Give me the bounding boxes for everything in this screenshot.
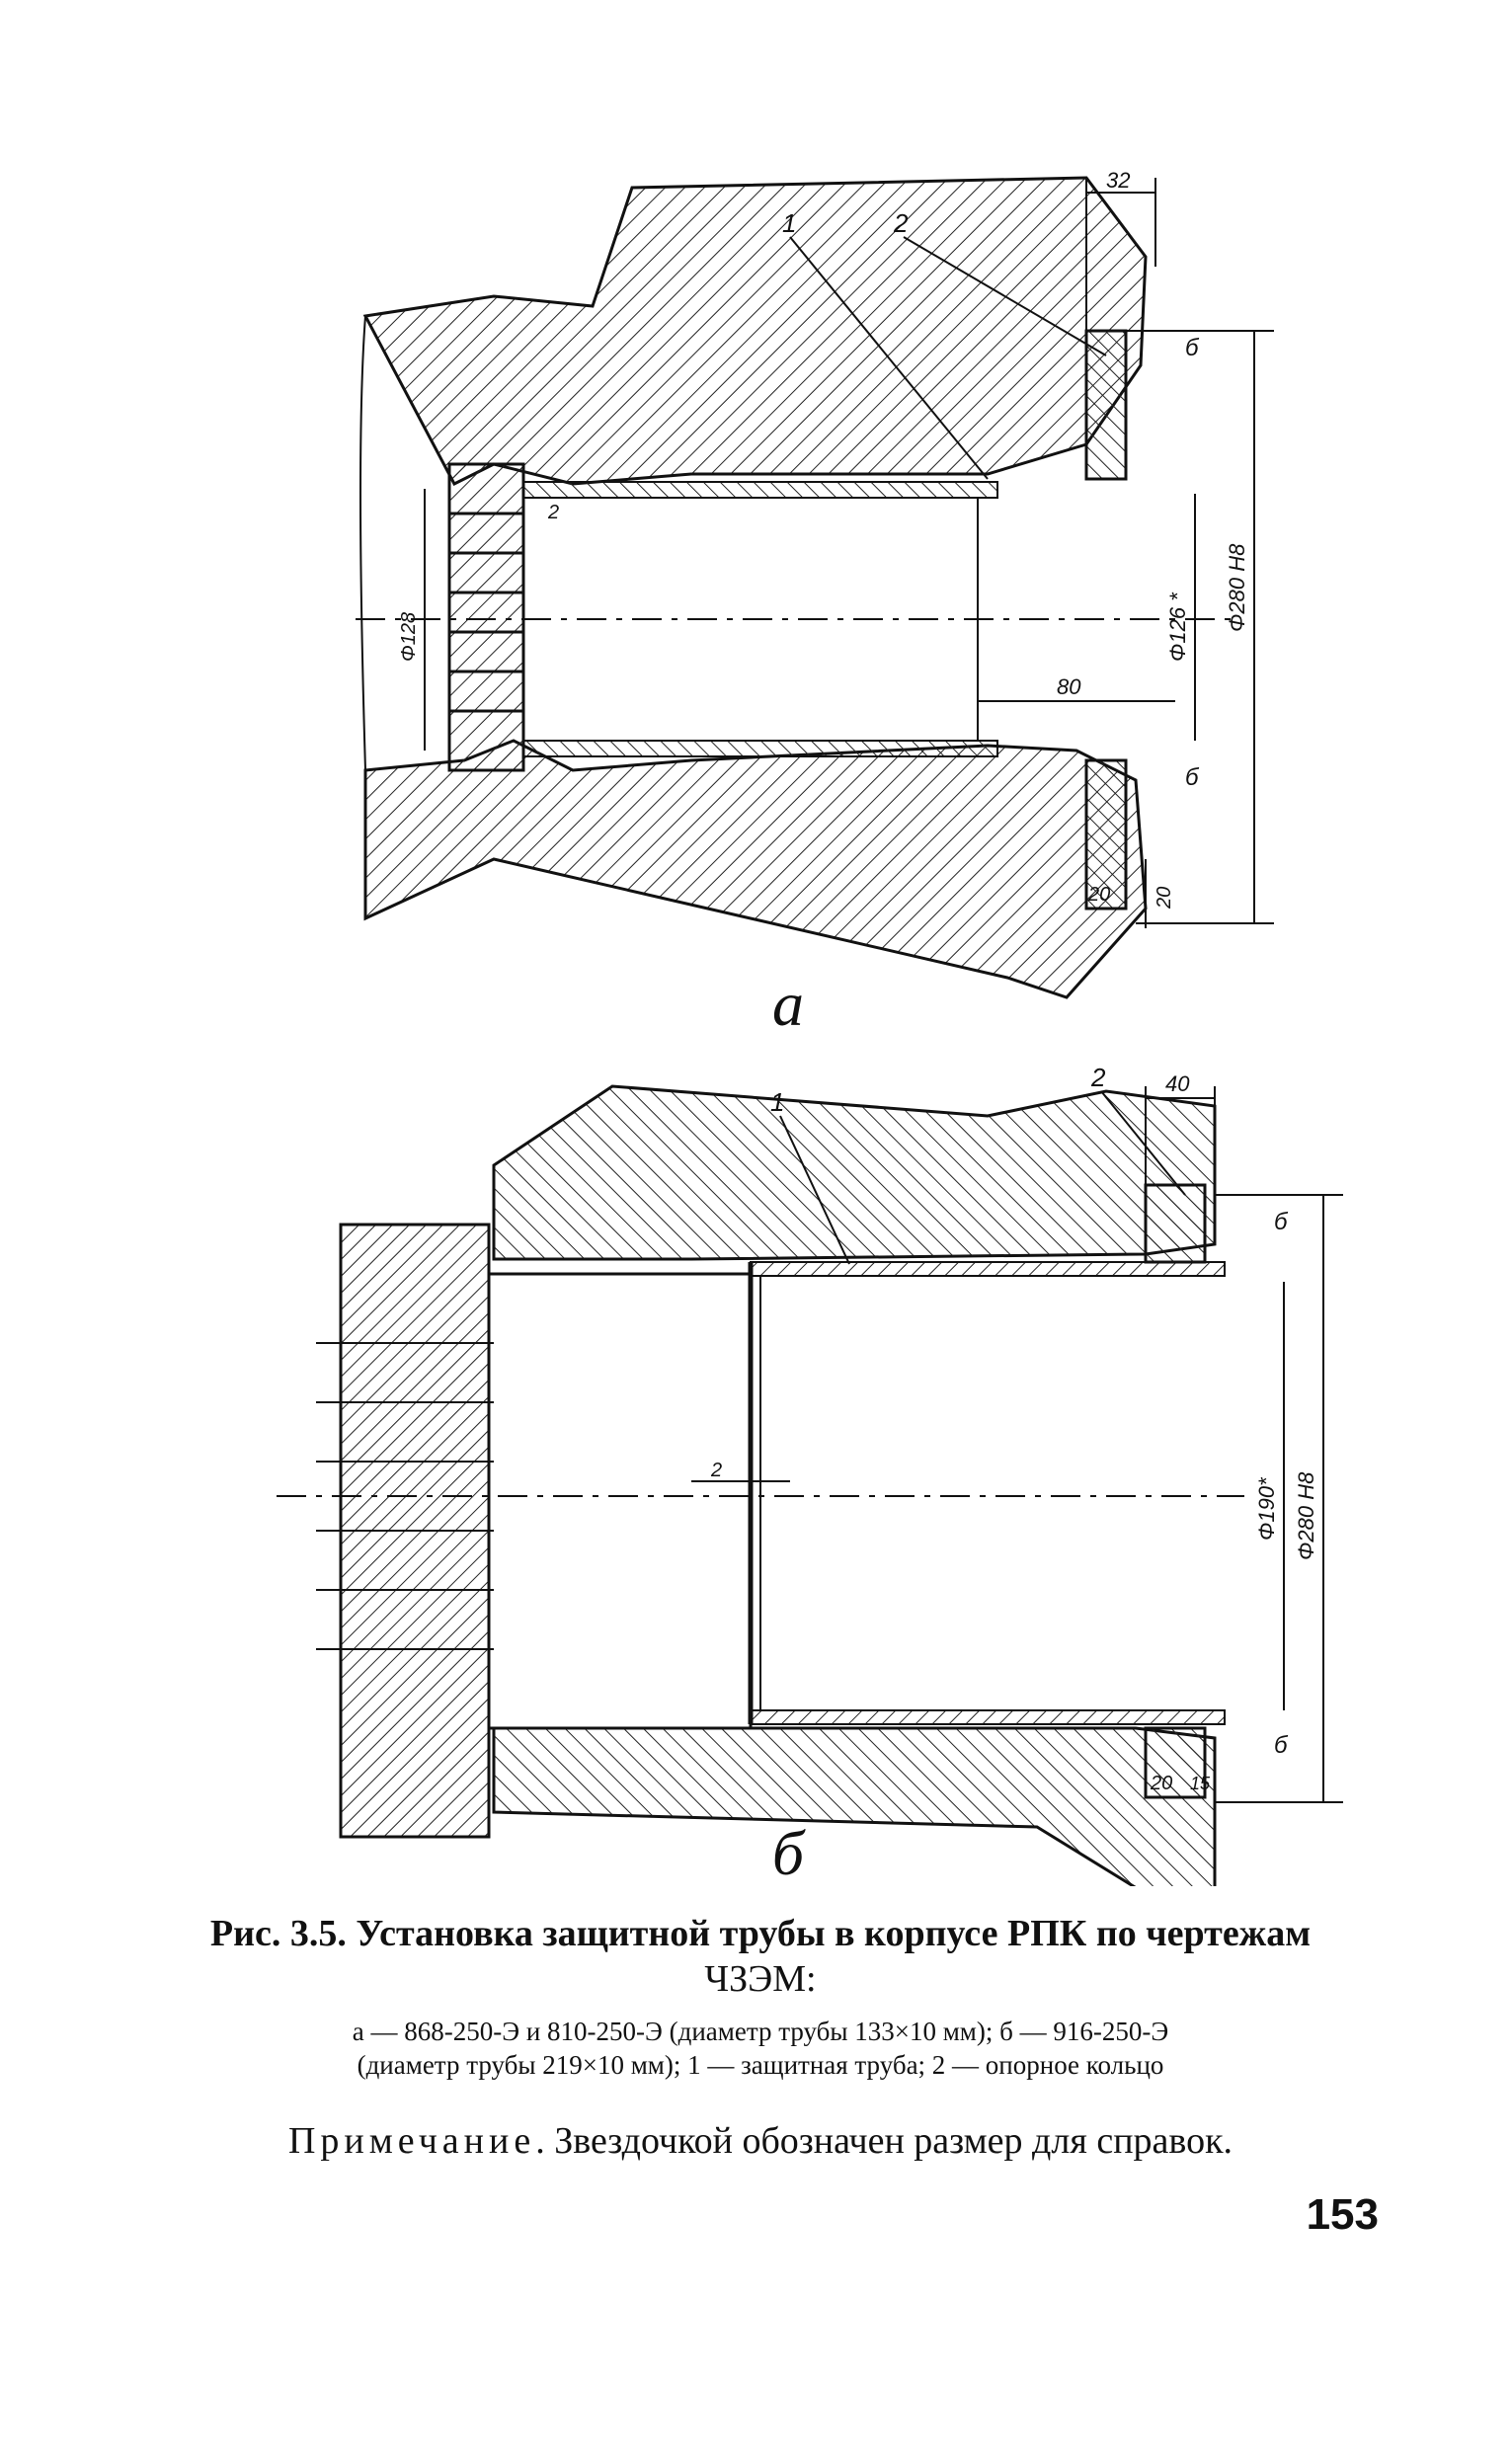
dim-top-width: 32 <box>1106 168 1130 193</box>
weld-mark-bottom: б <box>1274 1732 1289 1759</box>
support-ring-bottom <box>1084 758 1128 910</box>
housing-upper-section <box>492 1084 1217 1261</box>
support-ring-bottom <box>1144 1726 1207 1799</box>
dim-ring-width: 20 <box>1087 884 1110 906</box>
note-text: . Звездочкой обозначен размер для справо… <box>535 2120 1233 2162</box>
callout-2: 2 <box>893 208 909 238</box>
panel-label-b: б <box>771 1818 805 1888</box>
panel-label-a: а <box>772 969 804 1039</box>
figure-a: 1 2 32 2 Φ128 Φ126 * Φ280 Н8 80 20 20 б … <box>0 148 1512 1017</box>
caption-detail-line-1: а — 868-250-Э и 810-250-Э (диаметр трубы… <box>352 2017 1169 2046</box>
dim-ring-width: 20 <box>1150 1773 1172 1794</box>
note-label: Примечание <box>287 2120 536 2162</box>
support-ring-top <box>1084 329 1128 481</box>
bore-left <box>487 1272 753 1730</box>
support-ring-top <box>1144 1183 1207 1264</box>
dim-bore-diameter: Φ126 * <box>1165 592 1190 662</box>
caption-title-sub: ЧЗЭМ: <box>704 1958 817 2000</box>
dim-inner-gap: 2 <box>547 502 559 523</box>
dim-outer-diameter: Φ280 Н8 <box>1225 543 1249 632</box>
protective-tube-bottom-wall <box>522 740 998 757</box>
dim-ring-height: 20 <box>1154 887 1175 910</box>
figure-caption-detail: а — 868-250-Э и 810-250-Э (диаметр трубы… <box>198 2015 1323 2082</box>
caption-detail-line-2: (диаметр трубы 219×10 мм); 1 — защитная … <box>357 2050 1164 2080</box>
dim-outer-diameter: Φ280 Н8 <box>1294 1471 1318 1560</box>
dim-gap: 2 <box>710 1460 722 1481</box>
weld-mark-top: б <box>1185 335 1200 361</box>
left-flange <box>447 462 525 772</box>
dim-length: 80 <box>1057 674 1081 699</box>
weld-mark-top: б <box>1274 1209 1289 1235</box>
callout-1: 1 <box>770 1087 784 1117</box>
protective-tube-top-wall <box>750 1261 1226 1277</box>
dim-ring-height: 15 <box>1190 1774 1211 1793</box>
callout-2: 2 <box>1090 1063 1106 1092</box>
figure-caption-title: Рис. 3.5. Установка защитной трубы в кор… <box>198 1911 1323 2002</box>
protective-tube-top-wall <box>522 481 998 499</box>
callout-1: 1 <box>782 208 796 238</box>
page-number: 153 <box>1306 2190 1379 2239</box>
protective-tube-bottom-wall <box>750 1709 1226 1725</box>
housing-upper-section <box>362 176 1148 486</box>
dim-bore-diameter: Φ190* <box>1254 1476 1279 1541</box>
housing-lower-section <box>363 739 1148 999</box>
figure-b: 1 2 40 2 Φ190* Φ280 Н8 20 15 б б <box>0 1047 1512 1908</box>
dim-left-diameter: Φ128 <box>398 612 420 662</box>
dim-top-width: 40 <box>1165 1071 1190 1096</box>
figure-note: Примечание. Звездочкой обозначен размер … <box>198 2118 1323 2164</box>
caption-title-line: Рис. 3.5. Установка защитной трубы в кор… <box>209 1913 1312 1954</box>
housing-outline-left <box>359 315 366 771</box>
weld-mark-bottom: б <box>1185 764 1200 791</box>
housing-lower-section <box>492 1726 1217 1908</box>
